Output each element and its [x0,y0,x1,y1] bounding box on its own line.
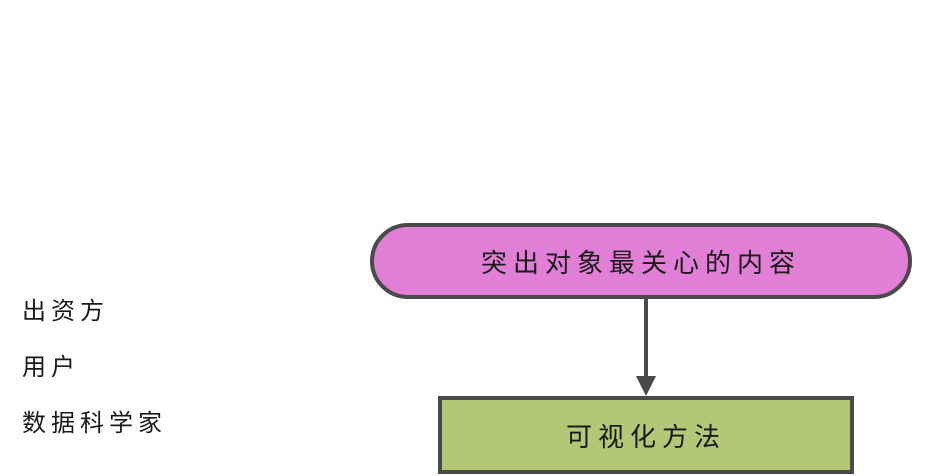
audience-item-data-scientist: 数据科学家 [22,409,167,437]
audience-item-user: 用户 [22,353,80,381]
flow-node-visualization-method: 可视化方法 [438,396,854,474]
flow-node-focus-content-label: 突出对象最关心的内容 [480,248,801,279]
flow-node-focus-content: 突出对象最关心的内容 [370,223,912,299]
audience-list: 出资方 用户 数据科学家 [22,283,167,451]
audience-item-funder: 出资方 [22,297,109,325]
flow-node-visualization-method-label: 可视化方法 [565,422,726,453]
flow-connector-arrowhead [636,376,656,396]
